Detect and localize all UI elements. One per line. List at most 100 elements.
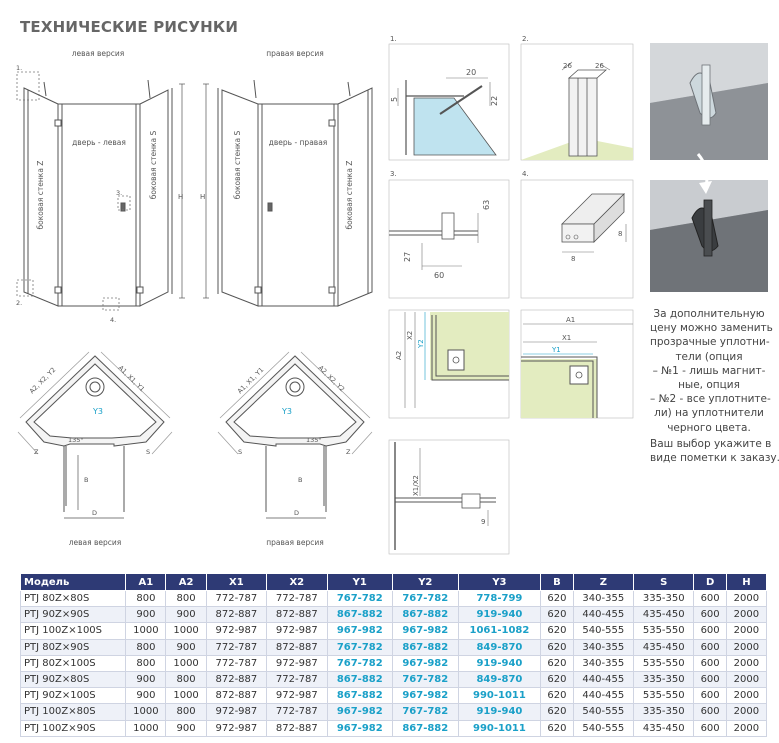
detail-1-label: 1. — [390, 35, 397, 43]
cell-h: 2000 — [725, 654, 768, 672]
col-header-x1: X1 — [205, 573, 268, 591]
cell-x1: 872-887 — [205, 606, 268, 624]
cell-z: 440-455 — [572, 670, 635, 689]
cell-y2: 767-782 — [392, 589, 459, 608]
door-left-label: дверь - левая — [72, 138, 126, 147]
detail-2-dim-26a: 26 — [563, 62, 572, 70]
detail-3-dim-27: 27 — [403, 252, 412, 262]
cell-s: 435-450 — [633, 719, 695, 737]
cell-y2: 967-982 — [392, 654, 459, 672]
cell-x2: 872-887 — [266, 638, 328, 656]
detail-1 — [388, 43, 510, 161]
detail-5-a2: A2 — [395, 351, 403, 360]
cell-h: 2000 — [725, 719, 768, 737]
detail-4-label: 4. — [522, 170, 529, 178]
door-right-label: дверь - правая — [269, 138, 328, 147]
cell-b: 620 — [540, 589, 574, 608]
cell-x1: 872-887 — [205, 670, 268, 689]
col-header-y3: Y3 — [457, 573, 542, 591]
dimensions-table: Модель A1 A2 X1 X2 Y1 Y2 Y3 B Z S D H PT… — [19, 573, 768, 737]
col-header-x2: X2 — [266, 573, 328, 591]
detail-4-dim-8a: 8 — [618, 230, 622, 238]
cell-a2: 1000 — [165, 654, 207, 672]
cell-y1: 767-782 — [326, 654, 394, 672]
cell-b: 620 — [540, 638, 574, 656]
cell-b: 620 — [540, 687, 574, 705]
plan-right-version-label: правая версия — [266, 538, 323, 547]
detail-1-dim-20: 20 — [466, 68, 476, 77]
cell-d: 600 — [693, 622, 727, 640]
height-label-right: H — [200, 193, 205, 201]
cell-a1: 1000 — [125, 622, 167, 640]
cell-y2: 867-882 — [392, 638, 459, 656]
cell-model: PTJ 90Z×80S — [19, 670, 127, 689]
cell-x2: 972-987 — [266, 622, 328, 640]
cell-y3: 849-870 — [457, 638, 542, 656]
cell-model: PTJ 80Z×90S — [19, 638, 127, 656]
cell-z: 340-355 — [572, 638, 635, 656]
cell-h: 2000 — [725, 589, 768, 608]
cell-model: PTJ 90Z×100S — [19, 687, 127, 705]
detail-2 — [520, 43, 634, 161]
cell-a2: 1000 — [165, 622, 207, 640]
cell-x2: 972-987 — [266, 687, 328, 705]
note-line: цену можно заменить — [650, 322, 773, 335]
cell-a2: 1000 — [165, 687, 207, 705]
cell-x1: 772-787 — [205, 654, 268, 672]
cell-model: PTJ 100Z×80S — [19, 703, 127, 721]
cell-x2: 772-787 — [266, 589, 328, 608]
col-header-model: Модель — [19, 573, 127, 591]
cell-d: 600 — [693, 719, 727, 737]
cell-z: 340-355 — [572, 654, 635, 672]
detail-5-y2: Y2 — [417, 339, 425, 349]
cell-y3: 849-870 — [457, 670, 542, 689]
cell-model: PTJ 80Z×100S — [19, 654, 127, 672]
left-callout-boxes — [16, 71, 131, 311]
plan-left-angle: 135° — [68, 436, 84, 444]
cell-y2: 967-982 — [392, 687, 459, 705]
cell-s: 335-350 — [633, 703, 695, 721]
plan-view-drawing: A2, X2, Y2 A1, X1, Y1 Y3 135° Z S B D ле… — [17, 351, 373, 547]
cell-a1: 900 — [125, 670, 167, 689]
cell-a1: 900 — [125, 606, 167, 624]
note-line: За дополнительную — [653, 308, 765, 320]
cell-s: 535-550 — [633, 654, 695, 672]
left-version-label: левая версия — [72, 49, 125, 58]
note-wish-line: Ваш выбор укажите в — [650, 437, 772, 450]
cell-a1: 800 — [125, 638, 167, 656]
callout-2-label: 2. — [16, 299, 22, 307]
note-line: – №2 - все уплотните- — [650, 393, 771, 406]
left-version-front — [23, 79, 185, 307]
col-header-y2: Y2 — [392, 573, 459, 591]
cell-d: 600 — [693, 638, 727, 656]
section-title: ТЕХНИЧЕСКИЕ РИСУНКИ — [20, 18, 239, 36]
note-line: черного цвета. — [667, 421, 751, 434]
cell-y3: 990-1011 — [457, 687, 542, 705]
height-label-left: H — [178, 193, 183, 201]
cell-h: 2000 — [725, 670, 768, 689]
seal-option-note: За дополнительную цену можно заменить пр… — [650, 307, 779, 465]
right-version-front — [203, 79, 373, 307]
col-header-b: B — [540, 573, 574, 591]
col-header-y1: Y1 — [326, 573, 394, 591]
cell-x2: 872-887 — [266, 719, 328, 737]
cell-a1: 1000 — [125, 719, 167, 737]
col-header-a1: A1 — [125, 573, 167, 591]
detail-2-dim-26b: 26 — [595, 62, 604, 70]
note-line: прозрачные уплотни- — [650, 336, 770, 349]
cell-d: 600 — [693, 589, 727, 608]
cell-b: 620 — [540, 654, 574, 672]
cell-x1: 972-987 — [205, 719, 268, 737]
col-header-s: S — [633, 573, 695, 591]
cell-h: 2000 — [725, 606, 768, 624]
cell-h: 2000 — [725, 687, 768, 705]
cell-x1: 772-787 — [205, 638, 268, 656]
detail-5 — [388, 309, 510, 419]
cell-y3: 919-940 — [457, 654, 542, 672]
cell-y2: 767-782 — [392, 670, 459, 689]
detail-7 — [388, 439, 510, 555]
cell-a2: 800 — [165, 670, 207, 689]
